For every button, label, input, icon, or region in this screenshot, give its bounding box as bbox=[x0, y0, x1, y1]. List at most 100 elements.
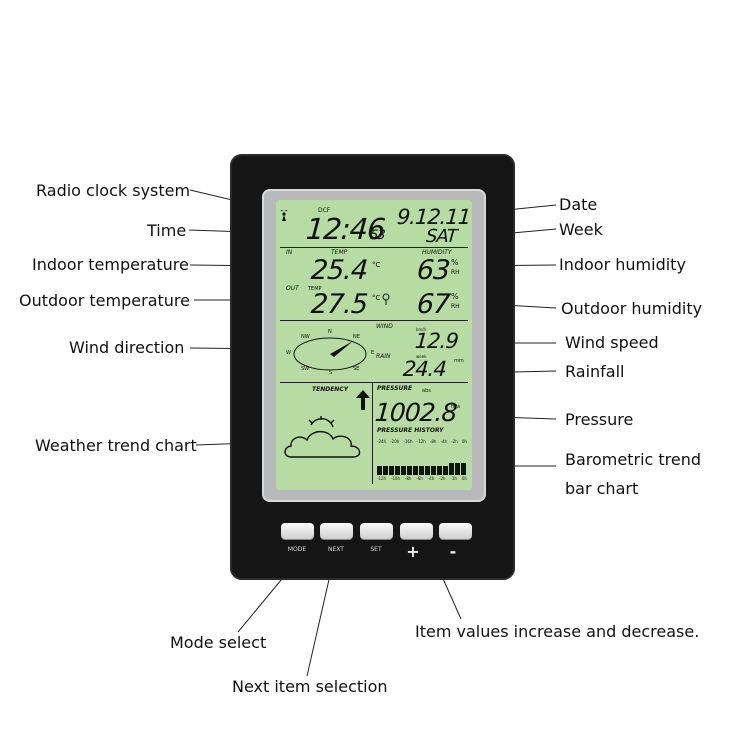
tick-bottom: -12h bbox=[377, 476, 387, 481]
pressure-history-bar bbox=[425, 466, 430, 475]
seconds-readout: 53 bbox=[369, 228, 386, 243]
divider-time-row bbox=[280, 247, 468, 248]
rainfall-readout: 24.4 bbox=[402, 357, 447, 381]
pressure-readout: 1002.8 bbox=[373, 398, 458, 427]
pressure-abs-label: abs bbox=[422, 388, 431, 394]
pressure-history-bar bbox=[383, 466, 388, 475]
mode-button-label: MODE bbox=[287, 546, 307, 553]
tendency-up-arrow-icon bbox=[356, 390, 370, 410]
plus-button[interactable] bbox=[400, 523, 433, 539]
label-pressure: Pressure bbox=[565, 410, 634, 429]
set-button-label: SET bbox=[370, 546, 382, 553]
compass-sw: SW bbox=[301, 366, 310, 372]
radio-antenna-icon bbox=[280, 210, 288, 221]
compass-w: W bbox=[286, 350, 291, 356]
temp-small-label: TEMP bbox=[308, 286, 322, 292]
tick-top: -12h bbox=[416, 439, 426, 444]
label-radio-clock-system: Radio clock system bbox=[36, 181, 191, 200]
label-rainfall: Rainfall bbox=[565, 362, 625, 381]
tick-top: -24h bbox=[377, 439, 387, 444]
pressure-history-bar bbox=[443, 466, 448, 475]
tick-bottom: -8h bbox=[404, 476, 412, 481]
compass-n: N bbox=[328, 329, 332, 335]
pressure-history-bar bbox=[431, 466, 436, 475]
compass-ne: NE bbox=[353, 334, 360, 340]
temp-label: TEMP bbox=[331, 249, 348, 256]
mode-button[interactable] bbox=[281, 523, 314, 539]
pressure-history-bar bbox=[395, 466, 400, 475]
wind-speed-readout: 12.9 bbox=[414, 329, 459, 353]
minus-button-label: - bbox=[449, 542, 457, 561]
divider-wind-row bbox=[280, 382, 468, 383]
pressure-history-bar bbox=[407, 466, 412, 475]
pressure-history-bar bbox=[413, 466, 418, 475]
rain-period: week bbox=[416, 354, 427, 359]
outdoor-temp-unit: °C bbox=[372, 294, 381, 302]
rain-unit: mm bbox=[454, 358, 464, 364]
label-indoor-temperature: Indoor temperature bbox=[32, 255, 189, 274]
tick-top: -8h bbox=[429, 439, 437, 444]
indoor-humidity-readout: 63 bbox=[415, 255, 451, 286]
label-next-item-selection: Next item selection bbox=[232, 677, 388, 696]
outdoor-humidity-readout: 67 bbox=[415, 289, 451, 320]
label-date: Date bbox=[559, 195, 598, 214]
label-wind-direction: Wind direction bbox=[69, 338, 185, 357]
humidity-label: HUMIDITY bbox=[422, 249, 452, 256]
in-label: IN bbox=[286, 249, 293, 256]
lcd-display: DCF 12:46 53 9.12.11 SAT IN TEMP HUMIDIT… bbox=[276, 200, 472, 490]
tick-bottom: -10h bbox=[390, 476, 401, 481]
tick-bottom: -2h bbox=[439, 476, 446, 481]
out-label: OUT bbox=[286, 285, 299, 292]
tick-top: -2h bbox=[451, 439, 458, 444]
pressure-history-bar bbox=[401, 466, 406, 475]
compass-s: S bbox=[329, 370, 333, 376]
pressure-history-bar bbox=[461, 463, 466, 475]
label-item-values: Item values increase and decrease. bbox=[415, 622, 700, 641]
compass-e: E bbox=[371, 350, 375, 356]
pressure-history-bar bbox=[455, 463, 460, 475]
divider-pressure-column bbox=[372, 383, 373, 484]
pressure-history-bar bbox=[377, 466, 382, 475]
date-readout: 9.12.11 bbox=[396, 205, 472, 229]
label-weather-trend-chart: Weather trend chart bbox=[35, 436, 197, 455]
pressure-label: PRESSURE bbox=[377, 385, 413, 392]
sun-cloud-weather-icon bbox=[284, 416, 361, 458]
wind-compass-ring bbox=[293, 337, 367, 371]
set-button[interactable] bbox=[360, 523, 393, 539]
label-barometric-trend: Barometric trend bbox=[565, 450, 702, 469]
tick-top: -20h bbox=[390, 439, 400, 444]
tendency-label: TENDENCY bbox=[312, 386, 349, 393]
pressure-history-bar bbox=[389, 466, 394, 475]
tick-top: -4h bbox=[440, 439, 448, 444]
compass-se: SE bbox=[353, 366, 360, 372]
next-button[interactable] bbox=[320, 523, 353, 539]
indoor-temp-unit: °C bbox=[372, 261, 381, 269]
pressure-history-bar bbox=[437, 466, 442, 475]
label-wind-speed: Wind speed bbox=[565, 333, 659, 352]
tick-top: 0h bbox=[461, 439, 467, 444]
label-mode-select: Mode select bbox=[170, 633, 267, 652]
pressure-history-bar bbox=[419, 466, 424, 475]
outdoor-humidity-pct: % bbox=[451, 292, 459, 301]
wind-label: WIND bbox=[376, 323, 393, 330]
weekday-readout: SAT bbox=[425, 226, 458, 247]
pressure-unit: hPa bbox=[451, 404, 461, 410]
label-indoor-humidity: Indoor humidity bbox=[559, 255, 686, 274]
compass-nw: NW bbox=[301, 334, 310, 340]
indoor-temperature-readout: 25.4 bbox=[309, 255, 369, 286]
outdoor-humidity-rh: RH bbox=[451, 303, 460, 310]
tick-bottom: -6h bbox=[416, 476, 423, 481]
divider-temp-row bbox=[280, 320, 468, 321]
label-outdoor-humidity: Outdoor humidity bbox=[561, 299, 703, 318]
wind-unit: km/h bbox=[416, 327, 427, 332]
history-ticks-bottom: -12h -10h -8h -6h -4h -2h -1h 0h bbox=[377, 476, 467, 481]
tick-bottom: -4h bbox=[427, 476, 435, 481]
tick-bottom: 0h bbox=[461, 476, 467, 481]
label-week: Week bbox=[559, 220, 603, 239]
minus-button[interactable] bbox=[439, 523, 472, 539]
indoor-humidity-pct: % bbox=[451, 258, 459, 267]
tick-top: -16h bbox=[403, 439, 413, 444]
pressure-history-bar bbox=[449, 463, 454, 475]
label-time: Time bbox=[147, 221, 187, 240]
rain-label: RAIN bbox=[376, 353, 391, 360]
